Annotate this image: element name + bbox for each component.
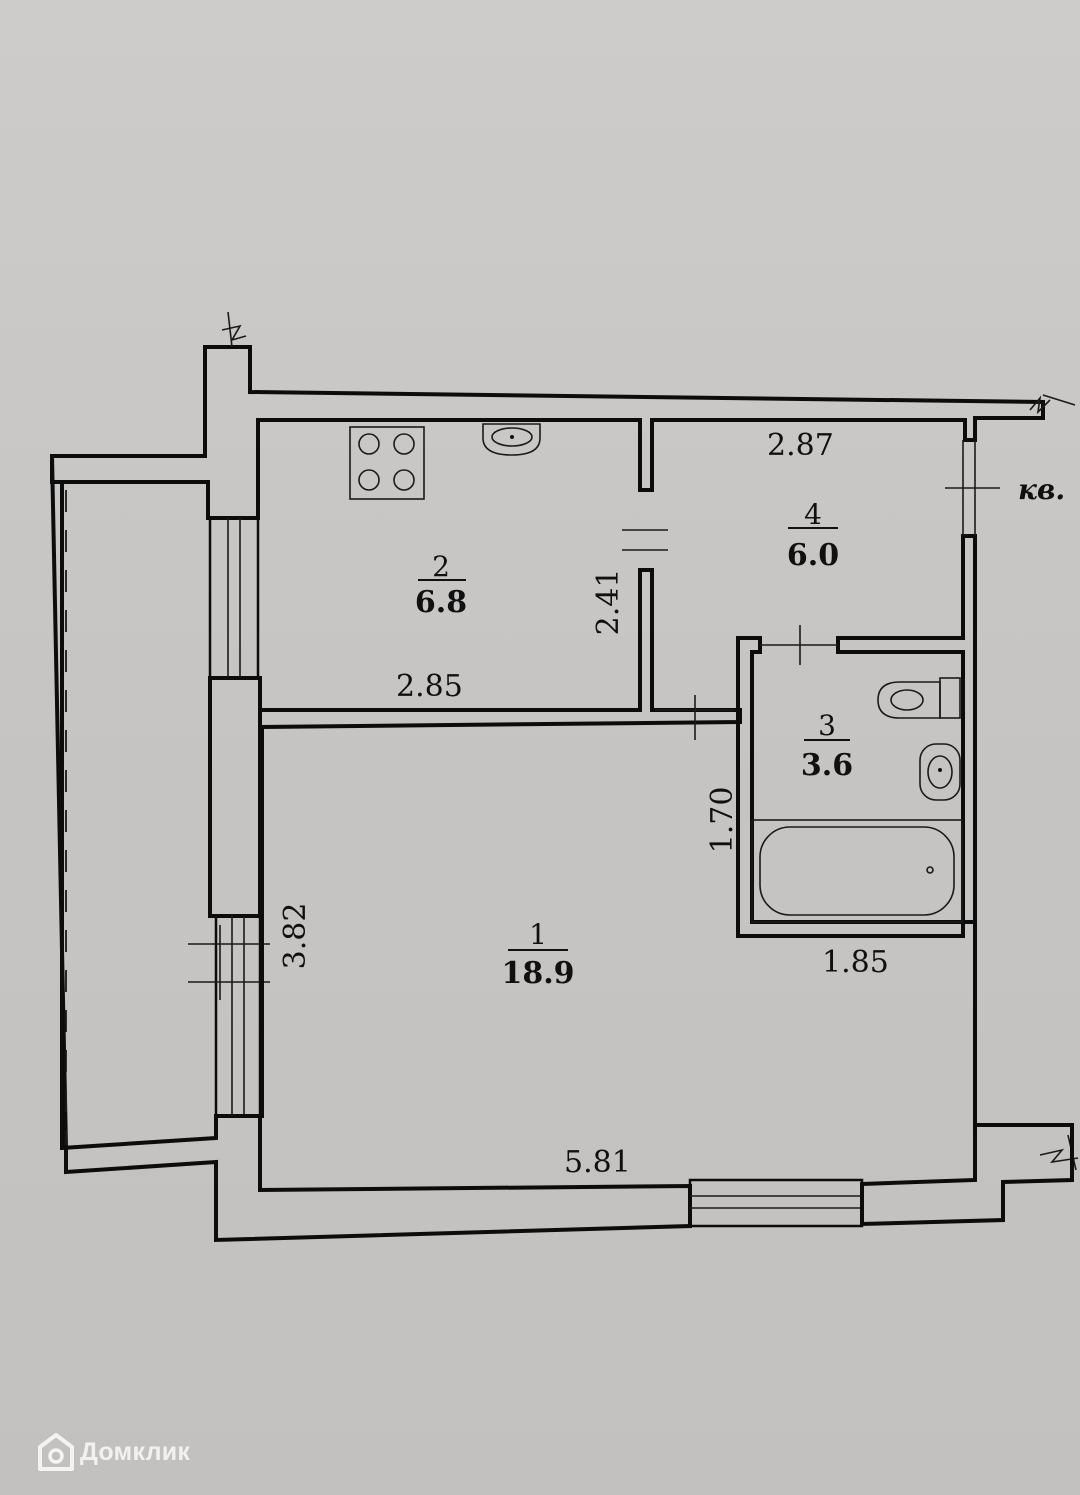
wall-bottom-right [836, 534, 1074, 1227]
room-label-1: 1 18.9 [501, 918, 574, 991]
door-mark-bathroom [760, 625, 838, 665]
break-mark-top-left [221, 311, 247, 348]
room-label-3: 3 3.6 [801, 709, 853, 783]
house-logo-icon [38, 1433, 74, 1471]
dim-living-width: 5.81 [564, 1145, 631, 1180]
kitchen-sink-icon [482, 423, 541, 456]
wall-top [50, 345, 1045, 520]
kitchen-window [208, 516, 260, 680]
svg-text:3: 3 [818, 709, 836, 742]
room-label-2: 2 6.8 [415, 550, 467, 620]
wall-kitchen-living [258, 568, 742, 1118]
door-mark-entry [945, 440, 1000, 536]
svg-text:2: 2 [432, 550, 450, 583]
toilet-icon [877, 677, 961, 719]
svg-text:18.9: 18.9 [501, 956, 574, 991]
svg-text:4: 4 [804, 498, 822, 531]
watermark: Домклик [38, 1430, 190, 1474]
door-mark-kitchen [622, 529, 668, 551]
dim-hall-width: 2.87 [767, 428, 834, 463]
door-mark-balcony [188, 925, 270, 1000]
svg-text:1: 1 [529, 918, 547, 951]
svg-text:6.8: 6.8 [415, 585, 467, 620]
stove-icon [349, 426, 425, 500]
room-label-4: 4 6.0 [787, 498, 839, 573]
balcony-rail [50, 455, 692, 1243]
dim-living-depth: 3.82 [278, 903, 313, 970]
door-mark-hall [655, 695, 735, 740]
dim-kitchen-depth: 2.41 [591, 569, 626, 636]
dim-bath-depth: 1.70 [705, 787, 740, 854]
dim-kitchen-width: 2.85 [396, 669, 463, 704]
living-window [214, 914, 262, 1118]
wall-left-pier [208, 676, 262, 918]
svg-text:3.6: 3.6 [801, 748, 853, 783]
dim-bath-width: 1.85 [822, 945, 889, 980]
apartment-marker: кв. [1018, 473, 1065, 506]
svg-text:6.0: 6.0 [787, 538, 839, 573]
break-mark-top-right [1029, 394, 1076, 415]
bathroom-sink-icon [919, 743, 961, 801]
bottom-window [688, 1178, 864, 1228]
bathtub-icon [751, 819, 963, 923]
watermark-text: Домклик [80, 1437, 191, 1466]
